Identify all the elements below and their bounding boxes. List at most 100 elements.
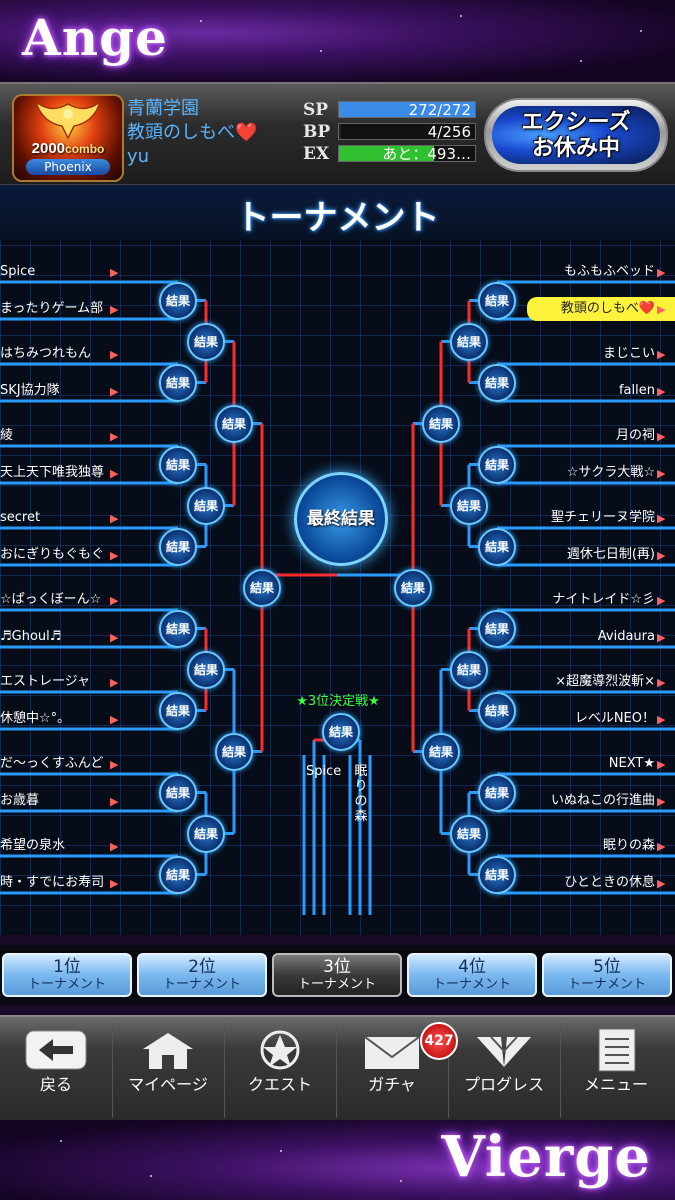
team-flag-icon: ▶ bbox=[110, 430, 119, 443]
nav-gacha-button[interactable]: ガチャ bbox=[336, 1023, 449, 1118]
right-round1-result-8[interactable]: 結果 bbox=[478, 855, 516, 894]
nav-progress-button[interactable]: プログレス bbox=[448, 1023, 561, 1118]
team-flag-icon: ▶ bbox=[110, 385, 119, 398]
right-round2-result-2[interactable]: 結果 bbox=[450, 486, 488, 525]
team-flag-icon: ▶ bbox=[110, 266, 119, 279]
top-banner bbox=[0, 0, 675, 82]
team-flag-icon: ▶ bbox=[657, 758, 666, 771]
right-round1-result-2[interactable]: 結果 bbox=[478, 363, 516, 402]
ex-bar-fill bbox=[339, 146, 435, 161]
nav-back-button[interactable]: 戻る bbox=[0, 1023, 113, 1118]
left-team-14: お歳暮 bbox=[0, 793, 40, 808]
left-team-11: エストレージャ bbox=[0, 674, 91, 689]
player-status-bar: 2000combo Phoenix 青蘭学園 教頭のしもべ❤️ yu SP 27… bbox=[0, 82, 675, 186]
bp-bar-fill bbox=[339, 124, 342, 139]
team-flag-icon: ▶ bbox=[657, 348, 666, 361]
right-round1-result-5[interactable]: 結果 bbox=[478, 609, 516, 648]
left-round1-result-3[interactable]: 結果 bbox=[159, 445, 197, 484]
tab-5th-tournament[interactable]: 5位トーナメント bbox=[542, 953, 672, 997]
tournament-title: トーナメント bbox=[235, 198, 440, 238]
team-flag-icon: ▶ bbox=[657, 385, 666, 398]
left-round3-result-2[interactable]: 結果 bbox=[215, 732, 253, 771]
sp-bar-fill bbox=[339, 102, 475, 117]
right-team-8: 週休七日制(再) bbox=[566, 547, 655, 562]
emblem-icon bbox=[260, 1030, 300, 1070]
nav-mypage-button[interactable]: マイページ bbox=[112, 1023, 225, 1118]
team-flag-icon: ▶ bbox=[657, 840, 666, 853]
final-result-button[interactable]: 最終結果 bbox=[294, 472, 388, 566]
right-team-11: ×超魔導烈波斬× bbox=[555, 674, 655, 689]
right-round2-result-1[interactable]: 結果 bbox=[450, 322, 488, 361]
left-round3-result-1[interactable]: 結果 bbox=[215, 404, 253, 443]
star bbox=[150, 1175, 152, 1177]
team-flag-icon: ▶ bbox=[657, 549, 666, 562]
left-round4-result-1[interactable]: 結果 bbox=[243, 568, 281, 607]
team-flag-icon: ▶ bbox=[657, 795, 666, 808]
left-round1-result-5[interactable]: 結果 bbox=[159, 609, 197, 648]
nav-menu-button[interactable]: メニュー bbox=[560, 1023, 672, 1118]
right-team-7: 聖チェリーヌ学院 bbox=[550, 510, 655, 525]
team-flag-icon: ▶ bbox=[110, 795, 119, 808]
right-round1-result-4[interactable]: 結果 bbox=[478, 527, 516, 566]
team-flag-icon: ▶ bbox=[110, 467, 119, 480]
left-round1-result-8[interactable]: 結果 bbox=[159, 855, 197, 894]
team-flag-icon: ▶ bbox=[657, 594, 666, 607]
left-round2-result-2[interactable]: 結果 bbox=[187, 486, 225, 525]
team-flag-icon: ▶ bbox=[657, 713, 666, 726]
tab-4th-tournament[interactable]: 4位トーナメント bbox=[407, 953, 537, 997]
left-round2-result-1[interactable]: 結果 bbox=[187, 322, 225, 361]
player-name: yu bbox=[127, 146, 150, 167]
team-flag-icon: ▶ bbox=[657, 266, 666, 279]
left-round1-result-6[interactable]: 結果 bbox=[159, 691, 197, 730]
third-place-result-button[interactable]: 結果 bbox=[322, 713, 360, 751]
left-team-4: SKJ協力隊 bbox=[0, 383, 60, 398]
team-flag-icon: ▶ bbox=[657, 676, 666, 689]
nav-quest-button[interactable]: クエスト bbox=[224, 1023, 337, 1118]
right-round1-result-1[interactable]: 結果 bbox=[478, 281, 516, 320]
player-title: 教頭のしもべ❤️ bbox=[127, 122, 258, 143]
team-flag-icon: ▶ bbox=[110, 348, 119, 361]
left-team-2: まったりゲーム部 bbox=[0, 301, 104, 316]
tab-1st-tournament[interactable]: 1位トーナメント bbox=[2, 953, 132, 997]
left-team-5: 綾 bbox=[0, 428, 14, 443]
left-round2-result-4[interactable]: 結果 bbox=[187, 814, 225, 853]
right-round3-result-2[interactable]: 結果 bbox=[422, 732, 460, 771]
left-round1-result-7[interactable]: 結果 bbox=[159, 773, 197, 812]
team-flag-icon: ▶ bbox=[110, 713, 119, 726]
team-flag-icon: ▶ bbox=[657, 467, 666, 480]
left-team-8: おにぎりもぐもぐ bbox=[0, 547, 105, 562]
left-round2-result-3[interactable]: 結果 bbox=[187, 650, 225, 689]
ex-bar: あと：493… bbox=[338, 145, 476, 162]
right-round2-result-4[interactable]: 結果 bbox=[450, 814, 488, 853]
left-team-7: secret bbox=[0, 510, 41, 525]
team-flag-icon: ▶ bbox=[657, 877, 666, 890]
left-team-1: Spice bbox=[0, 264, 36, 279]
left-team-6: 天上天下唯我独尊 bbox=[0, 465, 105, 480]
right-round1-result-3[interactable]: 結果 bbox=[478, 445, 516, 484]
right-round4-result-1[interactable]: 結果 bbox=[394, 568, 432, 607]
left-team-15: 希望の泉水 bbox=[0, 838, 66, 853]
right-round1-result-7[interactable]: 結果 bbox=[478, 773, 516, 812]
right-team-5: 月の祠 bbox=[615, 428, 655, 443]
star bbox=[200, 20, 202, 22]
left-round1-result-1[interactable]: 結果 bbox=[159, 281, 197, 320]
player-school: 青蘭学園 bbox=[127, 98, 199, 119]
bottom-nav: 戻る マイページ クエスト ガチャ プログレス メニュー bbox=[0, 1015, 675, 1122]
tab-2nd-tournament[interactable]: 2位トーナメント bbox=[137, 953, 267, 997]
back-arrow-icon bbox=[25, 1030, 87, 1070]
right-round3-result-1[interactable]: 結果 bbox=[422, 404, 460, 443]
vierge-logo: Vierge bbox=[441, 1124, 651, 1190]
tab-3rd-tournament[interactable]: 3位トーナメント bbox=[272, 953, 402, 997]
bp-label: BP bbox=[303, 122, 331, 142]
left-round1-result-2[interactable]: 結果 bbox=[159, 363, 197, 402]
notebook-icon bbox=[598, 1028, 636, 1072]
right-round1-result-6[interactable]: 結果 bbox=[478, 691, 516, 730]
right-team-6: ☆サクラ大戦☆ bbox=[566, 465, 655, 480]
right-round2-result-3[interactable]: 結果 bbox=[450, 650, 488, 689]
left-team-13: だ〜っくすふんど bbox=[0, 756, 104, 771]
third-place-slot-b: 眠りの森 bbox=[354, 764, 368, 824]
xcs-status-button[interactable]: エクシーズ お休み中 bbox=[484, 98, 668, 172]
team-flag-icon: ▶ bbox=[657, 430, 666, 443]
left-round1-result-4[interactable]: 結果 bbox=[159, 527, 197, 566]
team-flag-icon: ▶ bbox=[110, 549, 119, 562]
